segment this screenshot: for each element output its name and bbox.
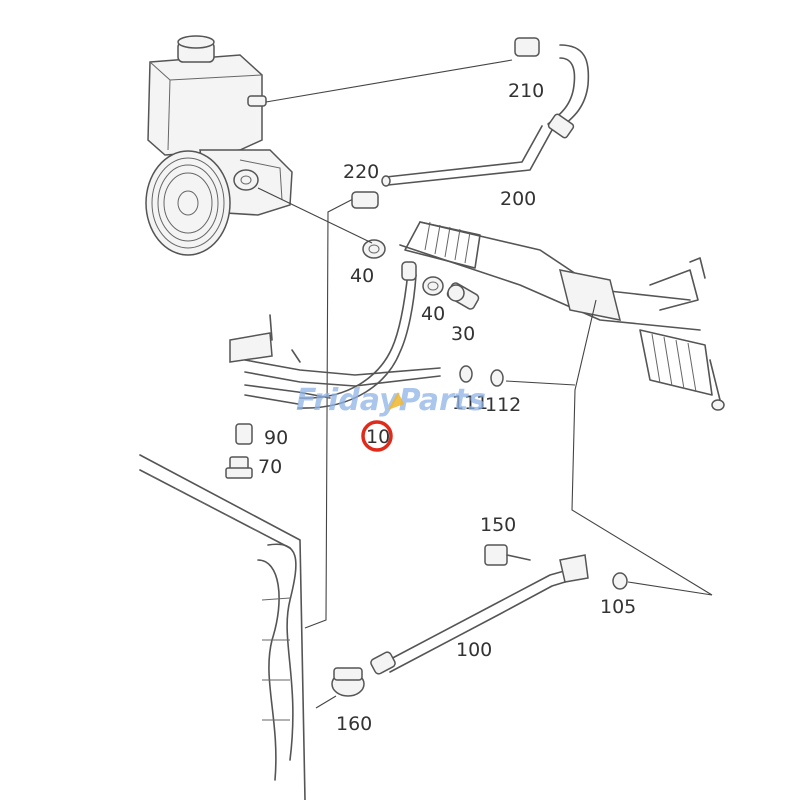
callout-105: 105 [600,596,636,618]
callout-40-b: 40 [421,303,445,325]
highlight-ring [361,420,393,452]
suction-hose [381,37,590,187]
watermark-swoosh-icon [388,392,404,410]
watermark: FridayParts [296,383,486,418]
power-steering-pump [145,35,293,256]
callout-90: 90 [264,427,288,449]
leader-lines [257,59,513,709]
pressure-hose-10 [229,261,441,409]
callout-112: 112 [485,394,521,416]
mounting-lines [304,197,713,629]
watermark-part2: Parts [399,383,486,418]
callout-150: 150 [480,514,516,536]
small-parts [225,191,713,596]
callout-160: 160 [336,713,372,735]
callouts: 210 220 200 40 40 30 111 112 10 90 70 15… [258,80,636,735]
callout-40-a: 40 [350,265,374,287]
callout-100: 100 [456,639,492,661]
callout-200: 200 [500,188,536,210]
radiator [139,454,365,800]
callout-210: 210 [508,80,544,102]
callout-70: 70 [258,456,282,478]
callout-220: 220 [343,161,379,183]
return-line-100 [370,554,589,675]
watermark-part1: Friday [296,383,400,418]
callout-10: 10 [366,426,390,448]
callout-30: 30 [451,323,475,345]
callout-111: 111 [452,392,488,414]
steering-gear [399,221,725,411]
